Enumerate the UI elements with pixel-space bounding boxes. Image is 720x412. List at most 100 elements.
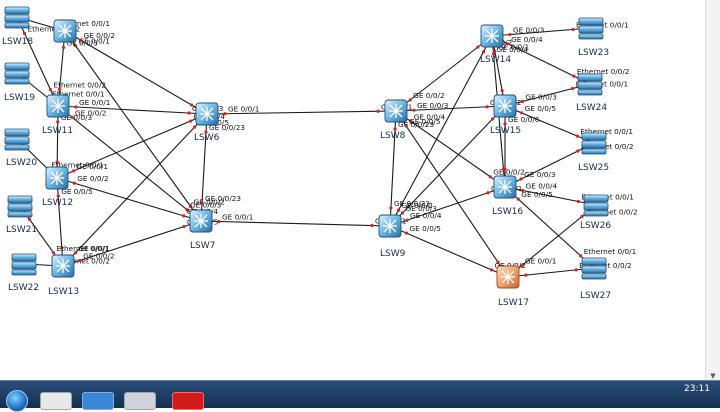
device-lsw14[interactable] [480,24,504,48]
switch-icon [578,25,604,34]
device-label-lsw21: LSW21 [6,225,37,235]
switch-icon [7,211,33,218]
device-lsw19[interactable] [4,62,30,85]
taskbar-app-tool-icon[interactable] [124,392,156,410]
device-lsw9[interactable] [378,214,402,238]
switch-icon [4,14,30,23]
switch-icon [4,136,30,145]
link-lsw17-lsw27[interactable] [507,267,595,278]
link-lsw15-lsw24[interactable] [504,83,591,107]
l3-switch-arrows-icon [501,270,515,284]
port-label-ethernet-0-0-1: Ethernet 0/0/1 [57,244,110,253]
port-dot [580,214,584,218]
device-lsw23[interactable] [578,17,604,40]
taskbar-app-browser-icon[interactable] [82,392,114,410]
link-lsw16-lsw26[interactable] [504,186,597,206]
port-dot [188,204,193,208]
port-label-ge-0-0-2: GE 0/0/2 [84,31,115,40]
taskbar-clock[interactable]: 23:11 [684,384,710,394]
link-lsw9-lsw14[interactable] [389,35,493,227]
device-lsw7[interactable] [189,209,213,233]
l3-switch-arrows-icon [485,29,499,43]
port-dot [74,105,78,109]
switch-icon [577,81,603,90]
link-lsw9-lsw16[interactable] [389,186,506,227]
vertical-scrollbar[interactable]: ▼ [705,0,720,380]
device-lsw10[interactable] [53,19,77,43]
link-lsw13-lsw7[interactable] [62,220,202,267]
device-lsw13[interactable] [51,254,75,278]
link-lsw8-lsw14[interactable] [395,35,493,112]
port-dot [61,45,66,50]
scroll-down-arrow-icon[interactable]: ▼ [710,372,716,380]
port-dot [70,115,74,119]
port-label-ge-0-0-3: GE 0/0/3 [417,101,449,110]
link-lsw9-lsw15[interactable] [389,105,506,227]
port-dot [476,45,480,49]
port-label-ge-0-0-2: GE 0/0/2 [402,201,433,210]
link-lsw12-lsw13[interactable] [56,177,64,267]
port-dot [506,42,510,46]
link-lsw7-lsw9[interactable] [200,220,391,227]
device-lsw24[interactable] [577,73,603,96]
link-lsw8-lsw17[interactable] [395,110,509,278]
device-lsw27[interactable] [581,257,607,280]
device-lsw26[interactable] [583,194,609,217]
link-lsw12-lsw7[interactable] [56,177,202,222]
port-label-ge-0-0-1: GE 0/0/1 [228,105,259,114]
switch-icon [4,78,30,85]
device-label-lsw18: LSW18 [2,37,33,47]
link-lsw9-lsw17[interactable] [389,225,509,278]
port-label-ge-0-0-2: GE 0/0/2 [75,108,106,117]
device-lsw8[interactable] [384,99,408,123]
port-dot [193,125,197,129]
link-lsw8-lsw16[interactable] [395,110,506,188]
link-lsw14-lsw15[interactable] [491,35,506,107]
link-lsw16-lsw27[interactable] [504,186,595,269]
device-lsw11[interactable] [46,94,70,118]
link-lsw18-lsw11[interactable] [16,16,59,107]
link-lsw15-lsw25[interactable] [504,105,595,144]
device-label-lsw19: LSW19 [4,93,35,103]
taskbar: 23:11 [0,380,720,412]
link-lsw11-lsw7[interactable] [57,105,202,222]
device-lsw20[interactable] [4,128,30,151]
port-dot [493,49,497,54]
taskbar-app-red-icon[interactable] [172,392,204,410]
device-lsw25[interactable] [581,132,607,155]
switch-icon [4,144,30,151]
l3-switch-arrows-icon [58,24,72,38]
port-dot [182,214,186,218]
port-dot [55,160,59,164]
device-lsw17[interactable] [496,265,520,289]
port-dot [400,211,405,215]
device-lsw21[interactable] [7,195,33,218]
device-lsw6[interactable] [195,102,219,126]
link-lsw10-lsw7[interactable] [64,30,202,222]
link-lsw12-lsw6[interactable] [56,113,208,179]
port-dot [223,112,227,116]
port-label-ethernet-0-0-1: Ethernet 0/0/1 [51,160,104,169]
device-label-lsw16: LSW16 [492,207,523,217]
device-lsw18[interactable] [4,6,30,29]
link-lsw13-lsw6[interactable] [62,113,208,267]
port-dot [72,181,76,185]
link-lsw10-lsw6[interactable] [64,30,208,115]
link-lsw10-lsw11[interactable] [57,30,66,107]
port-label-ge-0-0-3: GE 0/0/3 [513,26,545,35]
port-dot [575,134,579,138]
link-lsw11-lsw12[interactable] [56,105,59,179]
device-lsw15[interactable] [493,94,517,118]
start-orb-icon[interactable] [6,390,28,412]
device-label-lsw8: LSW8 [380,131,406,141]
l3-switch-arrows-icon [194,214,208,228]
device-lsw22[interactable] [11,253,37,276]
device-lsw12[interactable] [45,166,69,190]
taskbar-app-ensp-icon[interactable] [40,392,72,410]
device-lsw16[interactable] [493,175,517,199]
link-lsw11-lsw6[interactable] [57,105,208,115]
link-lsw6-lsw8[interactable] [206,110,397,115]
system-tray[interactable] [500,397,670,407]
